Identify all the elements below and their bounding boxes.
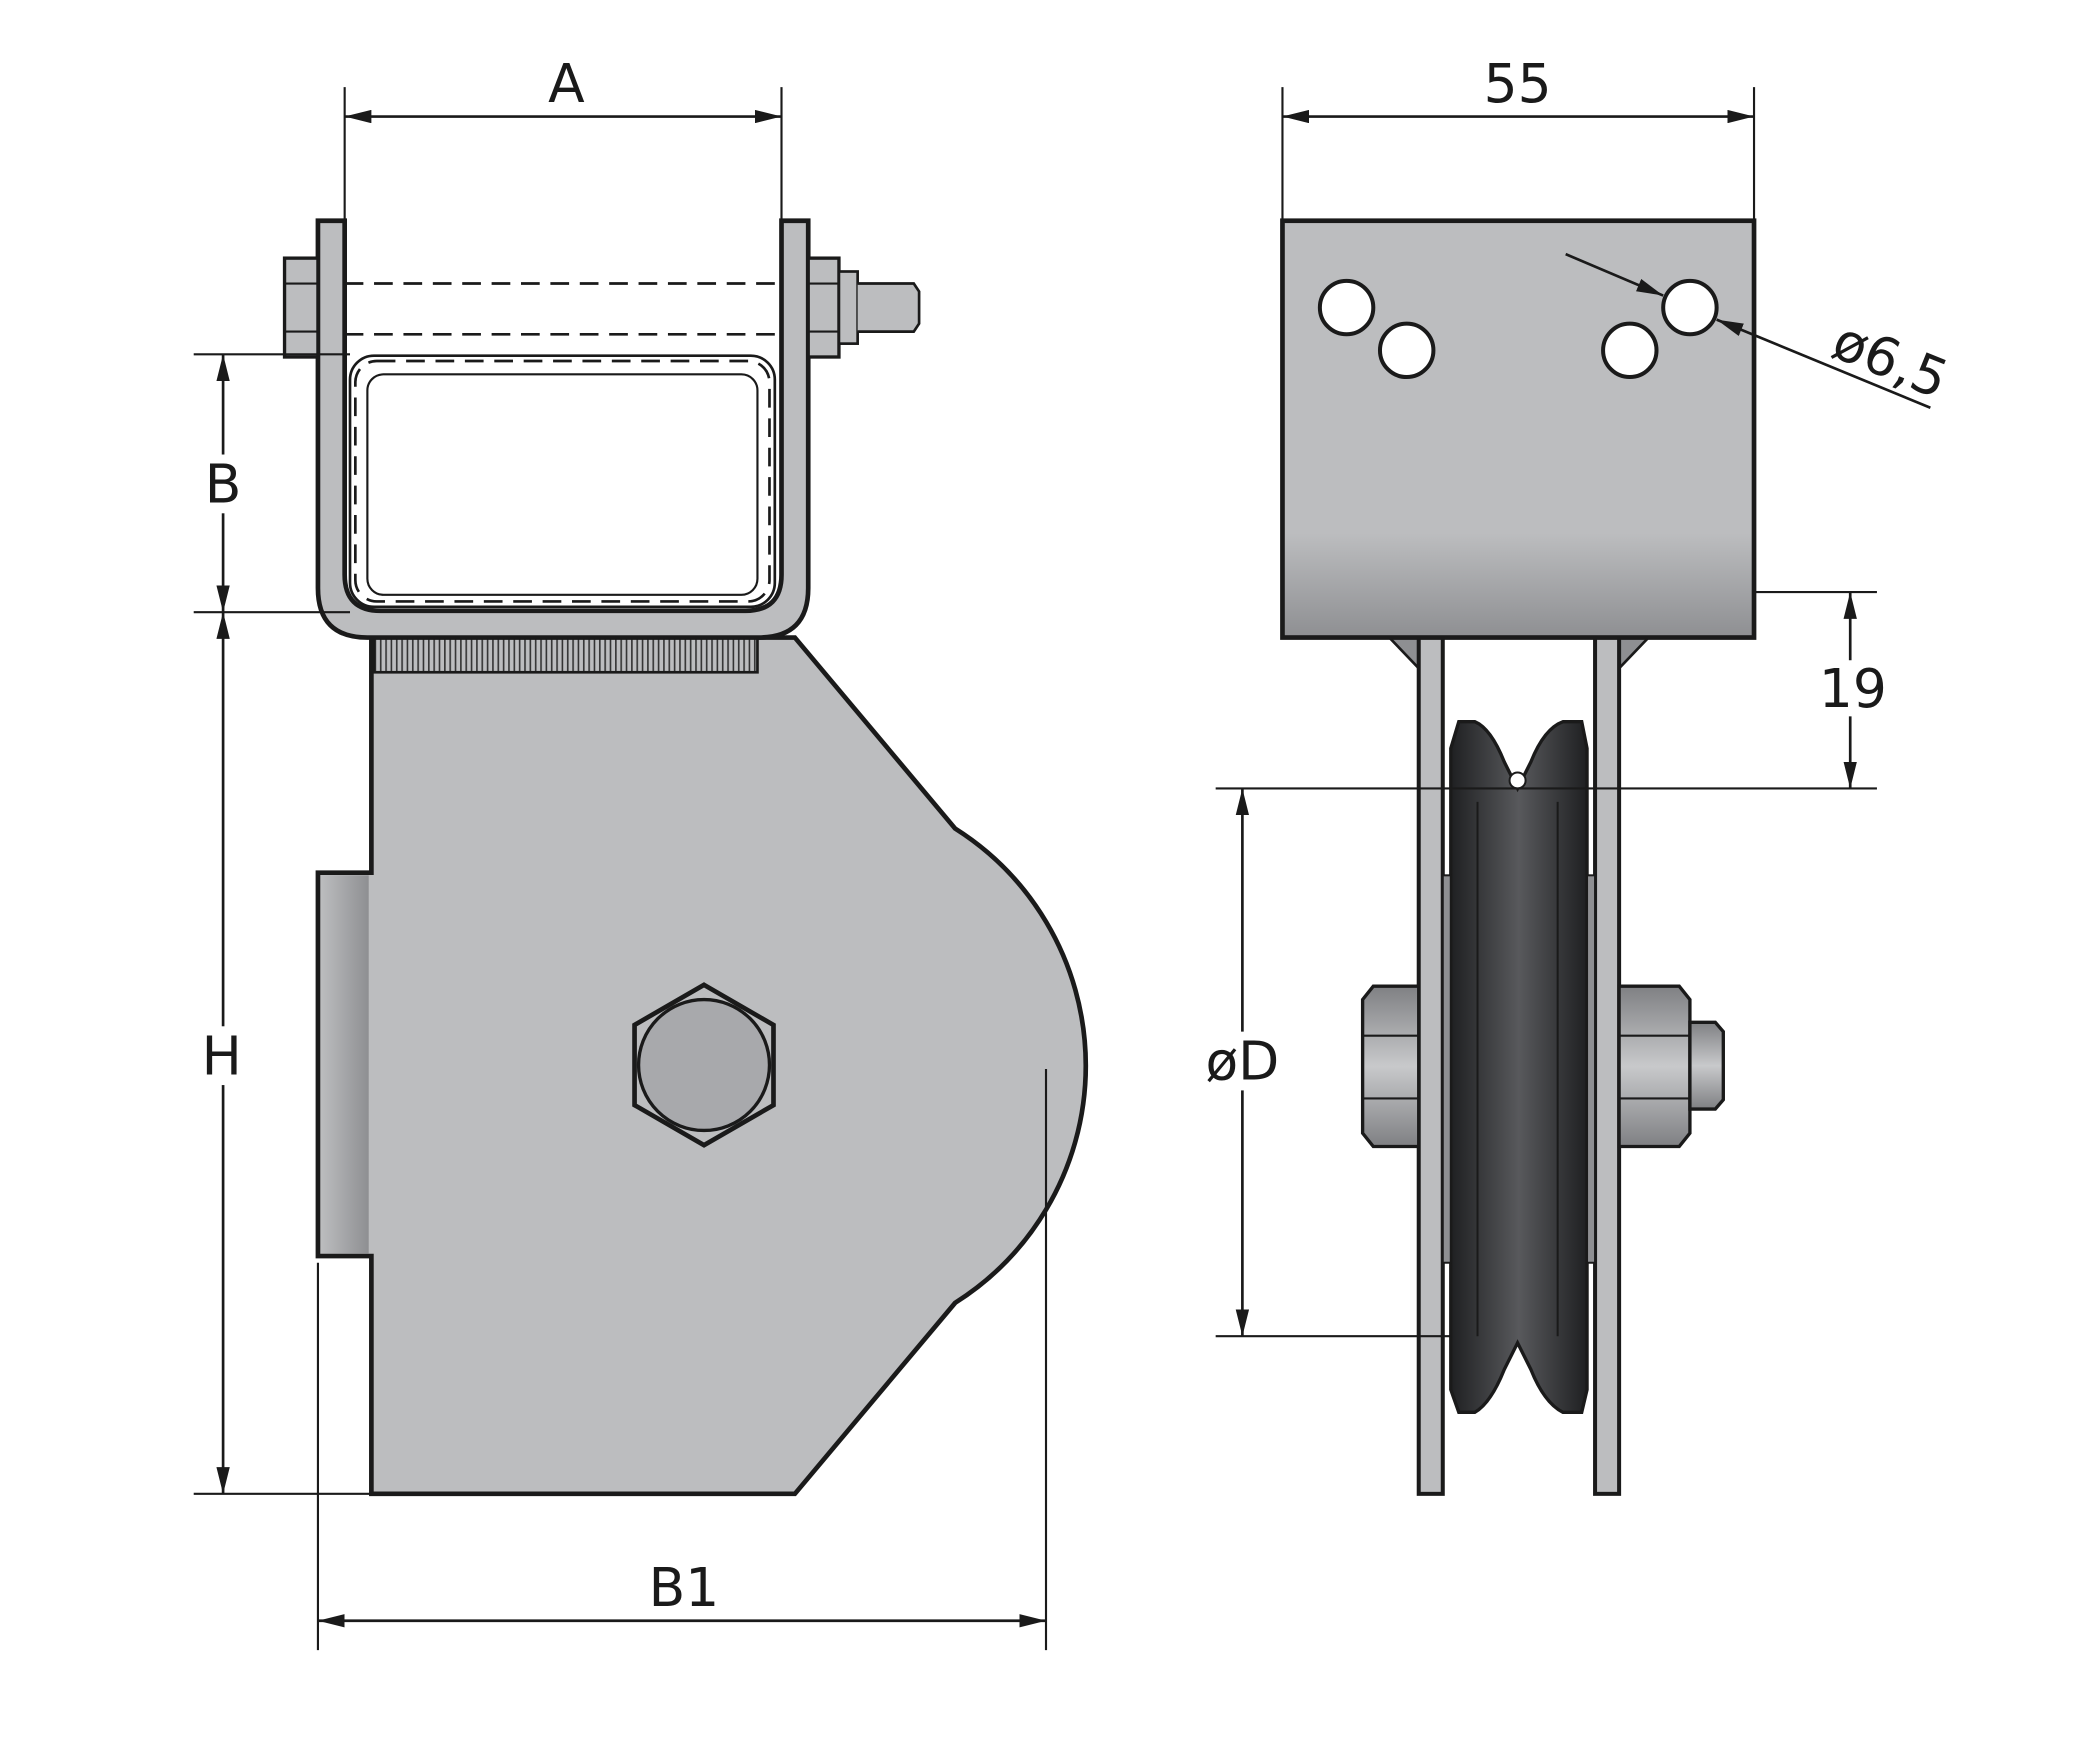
mounting-hole (1661, 278, 1719, 337)
tube-hidden-dashed (354, 359, 771, 603)
mounting-hole (1601, 321, 1659, 380)
axle-bolt-end (1688, 1020, 1725, 1111)
bolt-head (282, 256, 320, 359)
bolt-washer (837, 270, 859, 345)
side-plate-right (1593, 635, 1622, 1496)
side-view: A B H B1 (193, 52, 1089, 1651)
flange-edge (320, 875, 369, 1254)
mounting-hole (1317, 278, 1376, 337)
pulley-wheel (1449, 720, 1589, 1415)
front-view: ø6,5 55 19 øD (1202, 52, 1957, 1496)
dim-label-hole: ø6,5 (1824, 309, 1957, 411)
u-bracket (315, 218, 811, 640)
mounting-hole (1377, 321, 1436, 380)
dim-label-b: B (205, 453, 242, 516)
knurled-band (372, 636, 759, 674)
side-plate-left (1416, 635, 1445, 1496)
axle-nut-right (1617, 984, 1692, 1149)
bolt-nut (806, 256, 841, 359)
bolt-thread-end (857, 282, 921, 333)
dim-label-b1: B1 (649, 1556, 720, 1619)
tube-hidden-inner (366, 373, 759, 596)
axle-head (636, 997, 772, 1133)
dim-label-h: H (202, 1024, 242, 1087)
dim-label-wheel-diameter: øD (1205, 1030, 1279, 1093)
dim-label-55: 55 (1484, 52, 1552, 115)
dim-label-a: A (548, 52, 585, 115)
axle-nut-left (1360, 984, 1421, 1149)
dim-label-19: 19 (1819, 657, 1887, 720)
tube-outline (348, 354, 777, 609)
